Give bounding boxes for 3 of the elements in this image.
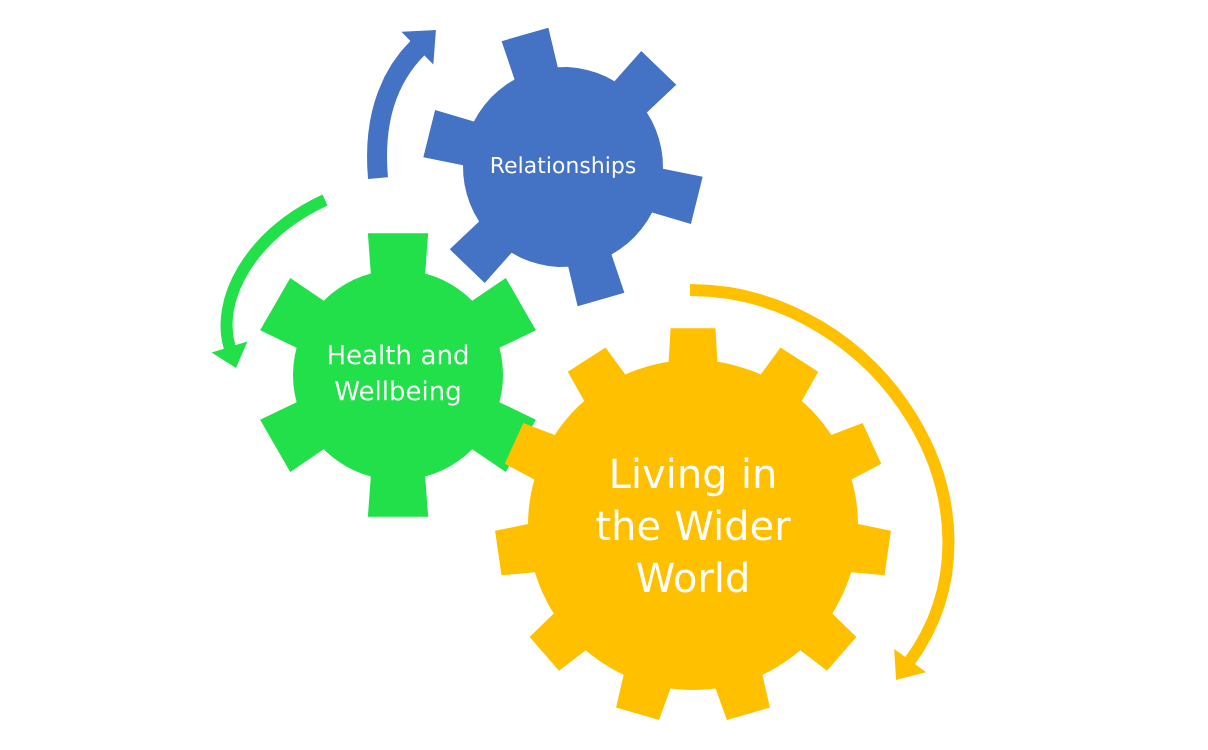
gear: Health and Wellbeing xyxy=(260,233,536,517)
gear: Living in the Wider World xyxy=(495,328,891,721)
gear: Relationships xyxy=(423,27,703,307)
